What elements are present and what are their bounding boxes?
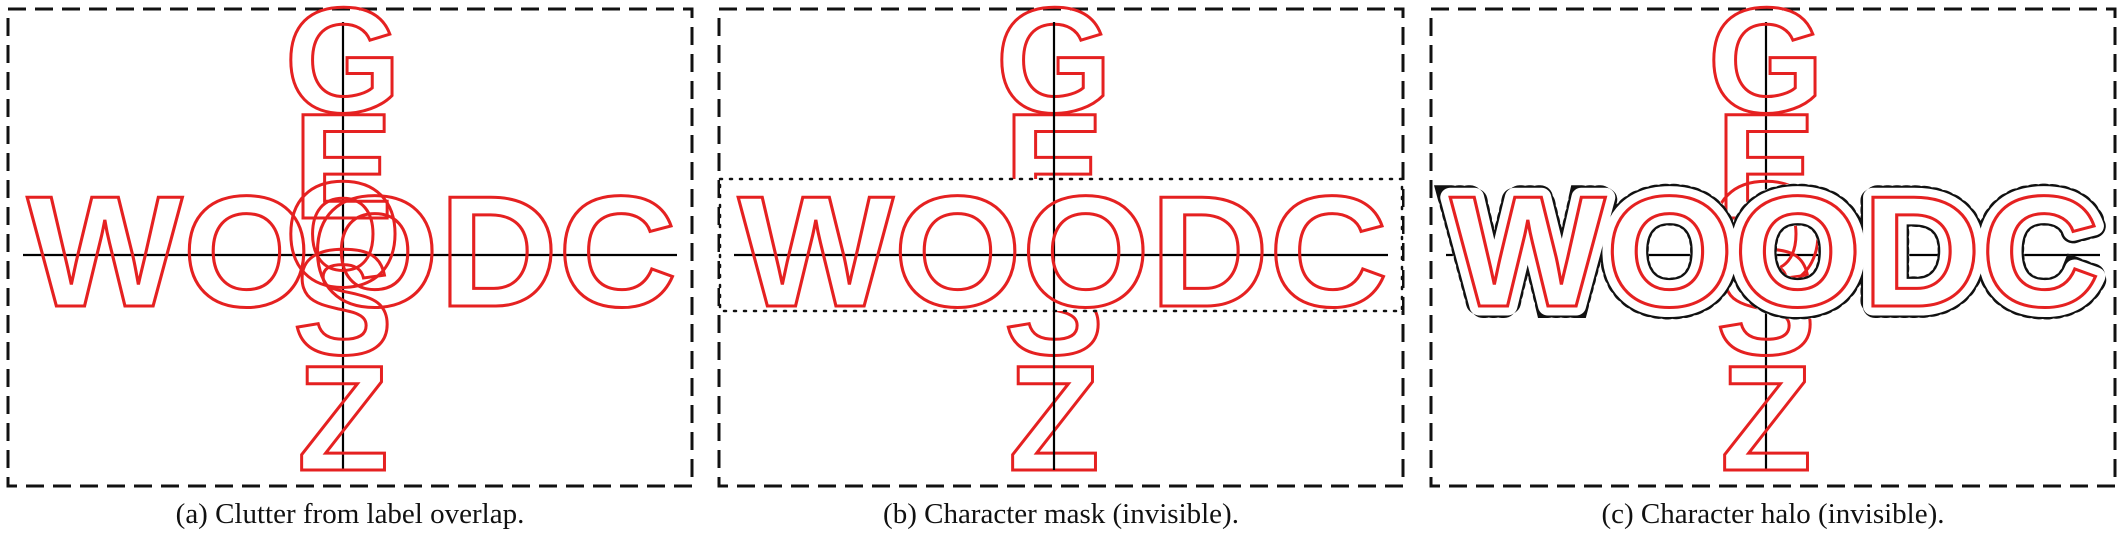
vertical-label: G E O S Z xyxy=(1706,0,1826,504)
vertical-label-glyph-4: S xyxy=(293,218,393,386)
frame xyxy=(6,7,694,488)
vertical-label: G E O S Z xyxy=(283,0,403,504)
vertical-label-glyph-4: S xyxy=(1716,218,1816,386)
vertical-label-glyph-2: E xyxy=(1716,82,1816,250)
vertical-label-glyph-5: Z xyxy=(1720,334,1812,502)
horizontal-label-text: WOODC xyxy=(27,164,677,340)
vertical-label-glyph-3: O xyxy=(1708,150,1825,318)
horizontal-label-text: WOODC xyxy=(1450,164,2100,340)
horizontal-label-glyphs: WOODC xyxy=(738,164,1388,340)
frame xyxy=(1429,7,2117,488)
horizontal-label: WOODC xyxy=(737,163,1390,342)
vertical-label-glyph-3: O xyxy=(285,150,402,318)
halo-knockout: WOODC xyxy=(1450,164,2100,340)
panel-b-figure: G E O S Z WOODC xyxy=(717,0,1405,504)
panel-c: WOODC G E O S Z WOODC WOODC WOODC (c) Ch… xyxy=(1428,0,2118,543)
halo-glyphs: WOODC xyxy=(1450,164,2100,340)
panel-b: G E O S Z WOODC (b) Character mask (invi… xyxy=(716,0,1406,543)
character-halo: WOODC xyxy=(1450,164,2100,340)
vertical-label-glyph-1: G xyxy=(1708,0,1825,144)
horizontal-label-glyphs: WOODC xyxy=(1450,164,2100,340)
panel-c-figure: WOODC G E O S Z WOODC WOODC WOODC xyxy=(1429,0,2117,504)
panel-a-caption: (a) Clutter from label overlap. xyxy=(175,498,525,530)
knockout-glyphs: WOODC xyxy=(1450,164,2100,340)
horizontal-label-text: WOODC xyxy=(738,164,1388,340)
vertical-label-glyph-1: G xyxy=(285,0,402,144)
character-mask xyxy=(718,177,1404,313)
panel-b-caption: (b) Character mask (invisible). xyxy=(883,498,1239,530)
vertical-label-glyph-5: Z xyxy=(297,334,389,502)
horizontal-label: WOODC xyxy=(1449,163,2102,342)
panel-a: WOODC G E O S Z (a) Clutter from label o… xyxy=(5,0,695,543)
horizontal-label-glyphs: WOODC xyxy=(27,164,677,340)
panel-c-caption: (c) Character halo (invisible). xyxy=(1601,498,1945,530)
panel-a-figure: WOODC G E O S Z xyxy=(6,0,694,504)
vertical-label-glyph-2: E xyxy=(293,82,393,250)
horizontal-label: WOODC xyxy=(26,163,679,342)
masked-background: G E O S Z xyxy=(1446,0,2100,504)
